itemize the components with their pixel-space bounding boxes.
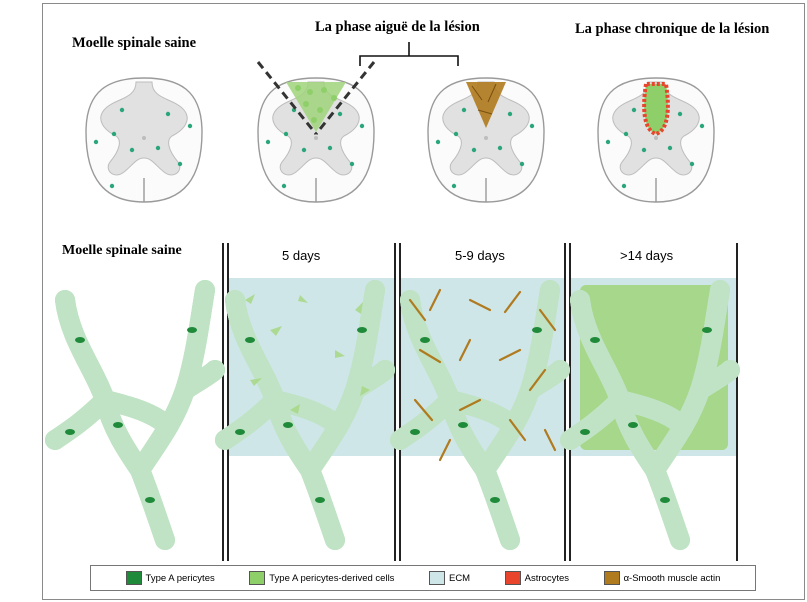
legend: Type A pericytes Type A pericytes-derive… (90, 565, 756, 591)
acute-bracket (360, 42, 458, 66)
cord-acute-5days (258, 62, 374, 202)
legend-label: Type A pericytes (146, 573, 215, 584)
legend-label: Type A pericytes-derived cells (269, 573, 394, 584)
legend-item-derived-cells: Type A pericytes-derived cells (249, 571, 394, 585)
legend-swatch (604, 571, 620, 585)
legend-item-sma: α-Smooth muscle actin (604, 571, 721, 585)
legend-item-type-a-pericytes: Type A pericytes (126, 571, 215, 585)
cord-acute-sma (428, 78, 544, 202)
legend-swatch (249, 571, 265, 585)
legend-label: Astrocytes (525, 573, 569, 584)
legend-label: α-Smooth muscle actin (624, 573, 721, 584)
legend-item-astrocytes: Astrocytes (505, 571, 569, 585)
cord-healthy (86, 78, 202, 202)
legend-label: ECM (449, 573, 470, 584)
legend-swatch (429, 571, 445, 585)
cord-chronic (598, 78, 714, 202)
panel-healthy-vessels (55, 290, 215, 540)
legend-swatch (126, 571, 142, 585)
legend-item-ecm: ECM (429, 571, 470, 585)
legend-swatch (505, 571, 521, 585)
